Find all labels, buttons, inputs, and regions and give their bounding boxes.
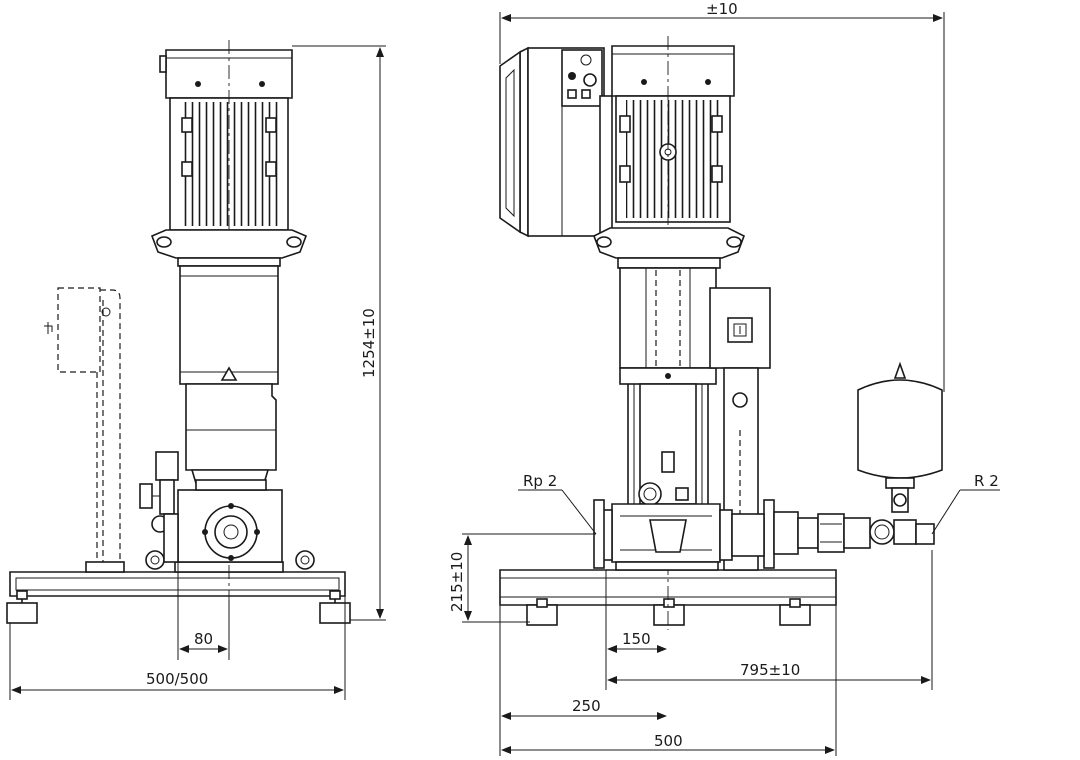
side-motor (159, 40, 293, 600)
side-gauge-assembly (139, 451, 179, 563)
front-motor (611, 36, 735, 630)
side-base-frame (6, 550, 351, 624)
front-pressure-gauge (638, 451, 689, 506)
dim-side-offset: 80 (194, 630, 213, 648)
side-pump-body (185, 366, 277, 491)
front-dimensions: ±10 215±10 150 795±10 250 500 (448, 0, 945, 756)
front-discharge-piping (773, 511, 935, 555)
side-motor-flange (150, 229, 308, 267)
dim-top-width-tolerance: ±10 (706, 0, 738, 18)
dim-front-length: 795±10 (740, 661, 800, 679)
front-base-frame (499, 569, 837, 626)
front-junction-box (709, 287, 771, 369)
side-pump-base (177, 479, 283, 563)
dim-base-height: 215±10 (448, 552, 466, 612)
front-motor-flange (592, 227, 746, 269)
front-expansion-vessel (857, 361, 943, 513)
callout-outlet-thread: R 2 (974, 472, 999, 490)
dim-front-offset-250: 250 (572, 697, 601, 715)
side-lantern (179, 265, 279, 385)
callouts: Rp 2 R 2 (518, 472, 1000, 535)
side-dimensions: 1254±10 80 500/500 (9, 45, 386, 700)
front-pump-stack (627, 383, 709, 505)
front-pump-base (593, 499, 775, 571)
side-control-bracket (44, 287, 125, 573)
dim-front-base-width: 500 (654, 732, 683, 750)
front-view (499, 36, 943, 630)
dim-front-offset-150: 150 (622, 630, 651, 648)
dim-side-base-width: 500/500 (146, 670, 208, 688)
callout-inlet-thread: Rp 2 (523, 472, 557, 490)
dim-total-height: 1254±10 (360, 308, 378, 378)
side-view (6, 40, 351, 624)
front-lantern (619, 267, 717, 385)
front-control-box (499, 46, 613, 238)
